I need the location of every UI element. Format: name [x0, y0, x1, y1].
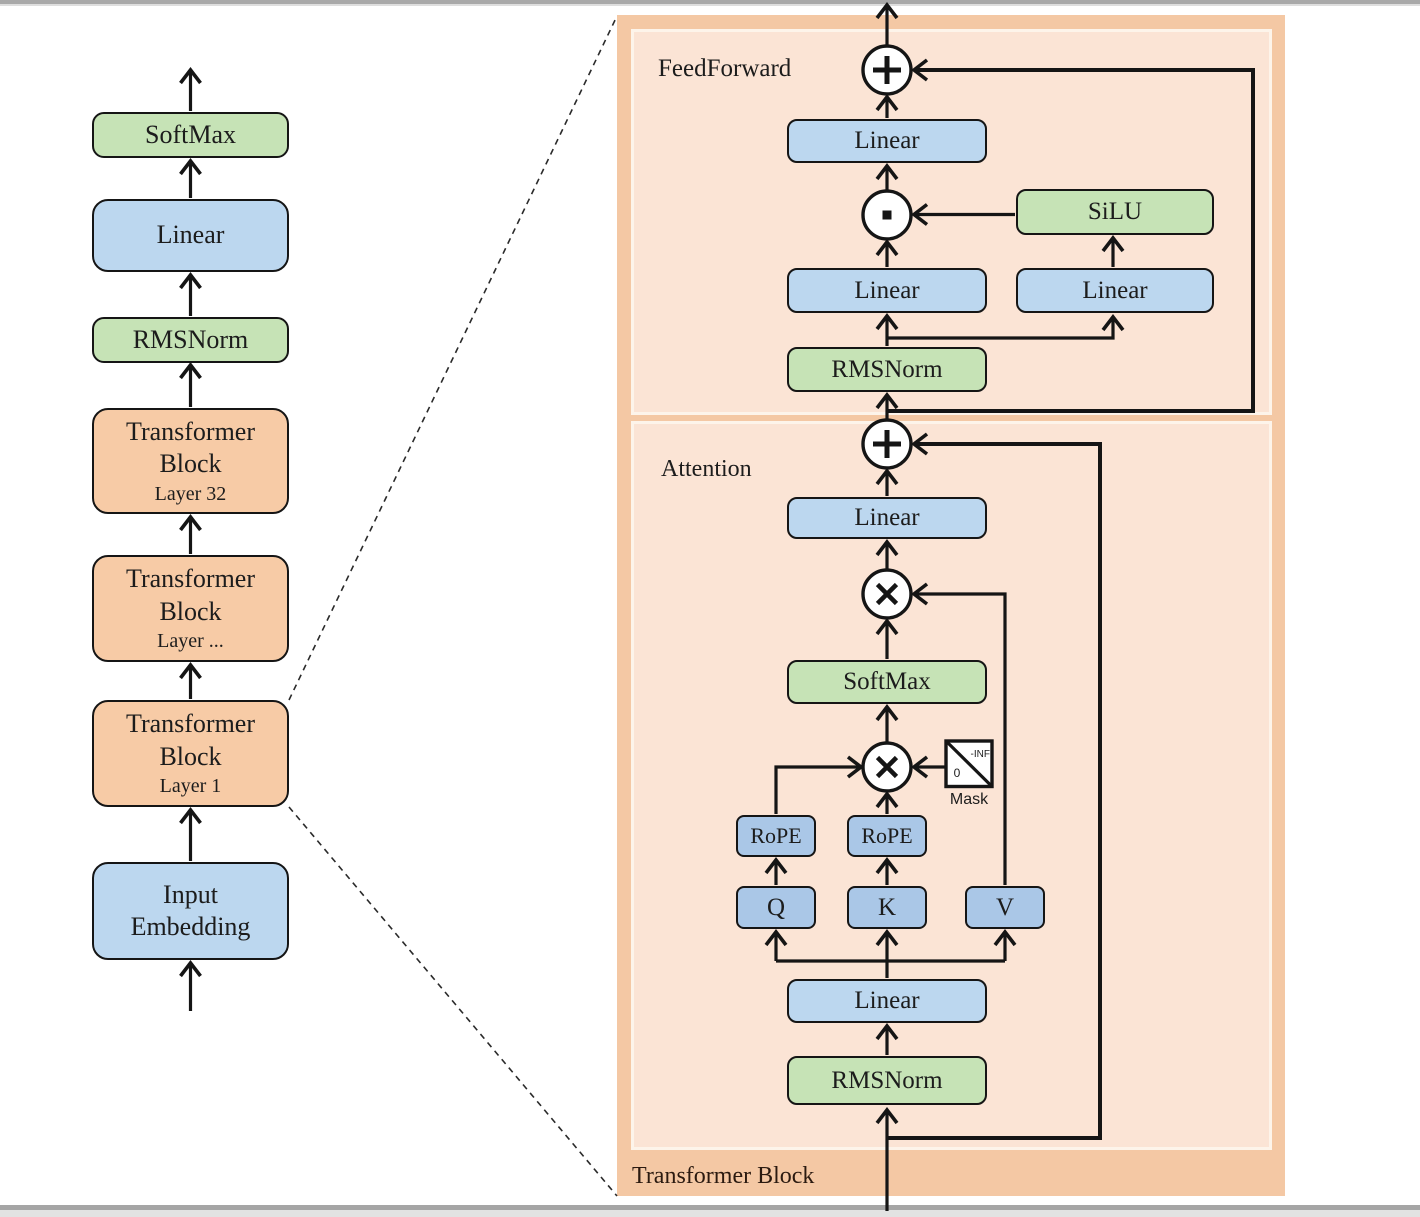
att-rope-k: RoPE	[847, 815, 927, 857]
block-linear: Linear	[92, 199, 289, 272]
bottom-border-fade	[0, 1210, 1420, 1217]
block-sublabel: Layer ...	[157, 630, 224, 652]
block-label: SiLU	[1087, 198, 1143, 226]
block-label: Linear	[1082, 276, 1148, 304]
block-transformer-layer-dots: Transformer Block Layer ...	[92, 555, 289, 662]
block-label: Linear	[854, 276, 920, 304]
att-rope-q: RoPE	[736, 815, 816, 857]
ff-rmsnorm: RMSNorm	[787, 347, 987, 392]
att-k: K	[847, 886, 927, 929]
att-v: V	[965, 886, 1045, 929]
block-sublabel: Layer 32	[154, 482, 227, 505]
zoom-guide-lines	[288, 15, 618, 1197]
block-label: RMSNorm	[831, 355, 943, 383]
block-transformer-layer32: Transformer Block Layer 32	[92, 408, 289, 514]
transformer-block-title: Transformer Block	[632, 1163, 815, 1189]
block-label: SoftMax	[145, 119, 236, 149]
feedforward-title: FeedForward	[658, 55, 792, 82]
att-linear-output: Linear	[787, 497, 987, 539]
att-q: Q	[736, 886, 816, 929]
bottom-border-line	[0, 1205, 1420, 1210]
ff-linear-output: Linear	[787, 119, 987, 163]
zoom-guide-bottom	[288, 806, 618, 1197]
block-transformer-layer1: Transformer Block Layer 1	[92, 700, 289, 807]
block-label: Transformer Block	[125, 709, 256, 771]
block-label: RMSNorm	[831, 1066, 943, 1094]
att-rmsnorm: RMSNorm	[787, 1056, 987, 1105]
block-sublabel: Layer 1	[159, 775, 222, 797]
block-label: Transformer Block	[125, 564, 256, 626]
ff-silu: SiLU	[1016, 189, 1214, 235]
block-label: V	[995, 893, 1015, 921]
top-border-fade	[0, 4, 1420, 6]
block-label: Input Embedding	[130, 879, 251, 942]
attention-title: Attention	[661, 456, 752, 482]
block-label: RoPE	[861, 823, 913, 849]
block-label: Linear	[156, 220, 225, 250]
ff-linear-up: Linear	[1016, 268, 1214, 313]
block-label: Linear	[854, 127, 920, 155]
att-linear-qkv: Linear	[787, 979, 987, 1023]
block-label: RMSNorm	[132, 324, 249, 354]
ff-linear-gate: Linear	[787, 268, 987, 313]
top-border-line	[0, 0, 1420, 4]
block-label: SoftMax	[843, 668, 931, 696]
block-label: Transformer Block	[125, 416, 256, 479]
block-label: Linear	[854, 987, 920, 1015]
block-rmsnorm: RMSNorm	[92, 317, 289, 363]
block-label: Q	[766, 893, 786, 921]
zoom-guide-top	[288, 15, 618, 701]
block-label: Linear	[854, 504, 920, 532]
block-softmax: SoftMax	[92, 112, 289, 158]
block-label: K	[877, 893, 897, 921]
block-label: RoPE	[750, 823, 802, 849]
block-input-embedding: Input Embedding	[92, 862, 289, 960]
att-softmax: SoftMax	[787, 660, 987, 704]
